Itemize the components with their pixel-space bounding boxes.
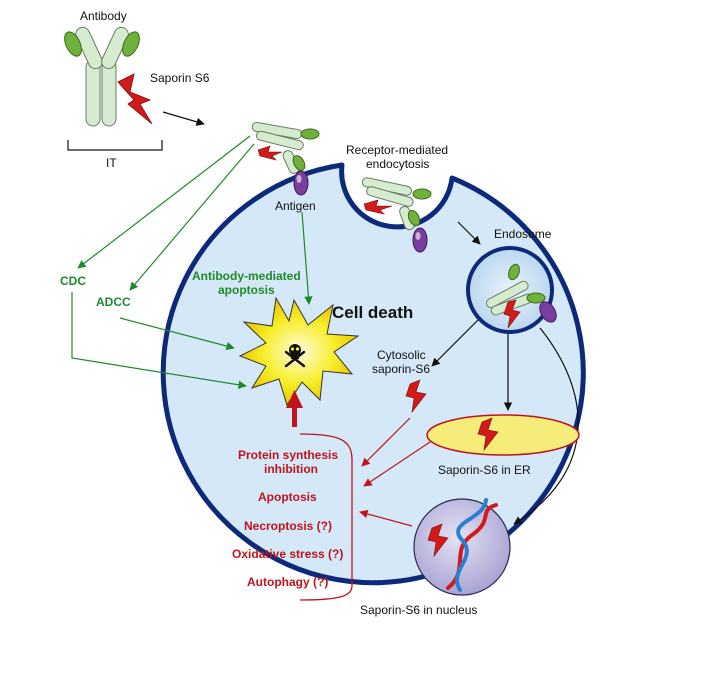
- receptor-endocytosis-label-2: endocytosis: [366, 157, 429, 171]
- er-label: Saporin-S6 in ER: [438, 463, 531, 477]
- lightning-toxin-icon: [117, 73, 153, 125]
- cell-death-label: Cell death: [332, 303, 413, 322]
- endosome-to-nucleus-arrow: [513, 327, 579, 525]
- nucleus: [413, 498, 511, 596]
- ab-apoptosis-label-2: apoptosis: [218, 283, 275, 297]
- lightning-toxin-icon: [477, 417, 499, 452]
- immunotoxin-antibody: [64, 26, 140, 127]
- it-to-cdc-arrow: [77, 135, 251, 269]
- er-to-effects-arrow: [363, 441, 431, 487]
- endosome-to-cytosol-arrow: [431, 319, 479, 367]
- nucleus-to-effects-arrow: [359, 509, 413, 527]
- antigen-receptor: [539, 301, 557, 323]
- effect-item: Oxidative stress (?): [232, 547, 343, 561]
- effects-list: Protein synthesis inhibition Apoptosis N…: [232, 448, 343, 589]
- pocket-to-endosome-arrow: [457, 221, 481, 245]
- lightning-toxin-icon: [427, 523, 449, 558]
- endoplasmic-reticulum: [426, 414, 580, 456]
- cdc-to-death-arrow: [71, 292, 247, 389]
- lightning-toxin-icon: [363, 199, 393, 215]
- effects-bracket: [299, 433, 353, 601]
- effect-item: Apoptosis: [258, 490, 317, 504]
- red-up-arrow-head: [286, 390, 303, 408]
- lightning-toxin-icon: [503, 299, 521, 329]
- bound-antibody: [251, 121, 320, 174]
- it-bracket: [67, 140, 163, 151]
- cdc-label: CDC: [60, 274, 86, 288]
- endosome: [466, 246, 557, 334]
- cytosolic-label-1: Cytosolic: [377, 348, 426, 362]
- saporin-label: Saporin S6: [150, 71, 210, 85]
- adcc-label: ADCC: [96, 295, 131, 309]
- effect-item: inhibition: [264, 462, 318, 476]
- endosome-label: Endosome: [494, 227, 552, 241]
- cytosolic-label-2: saporin-S6: [372, 362, 430, 376]
- antigen-label: Antigen: [275, 199, 316, 213]
- effect-item: Autophagy (?): [247, 575, 328, 589]
- red-up-arrow-shaft: [292, 405, 297, 427]
- nucleus-label: Saporin-S6 in nucleus: [360, 603, 477, 617]
- endocytosed-antibody: [361, 177, 432, 231]
- receptor-endocytosis-label-1: Receptor-mediated: [346, 143, 448, 157]
- antigen-receptor: [293, 170, 309, 196]
- antibody-label: Antibody: [80, 9, 127, 23]
- effect-item: Protein synthesis: [238, 448, 338, 462]
- adcc-to-death-arrow: [119, 317, 235, 351]
- lightning-toxin-icon: [405, 379, 427, 414]
- effect-item: Necroptosis (?): [244, 519, 332, 533]
- dna-helix-icon: [446, 498, 498, 592]
- it-label: IT: [106, 156, 117, 170]
- cytosol-to-effects-arrow: [361, 417, 411, 467]
- antigen-receptor: [412, 227, 428, 253]
- skull-crossbones-icon: [284, 344, 306, 368]
- it-to-adcc-arrow: [129, 143, 255, 291]
- ab-apoptosis-label-1: Antibody-mediated: [192, 269, 301, 283]
- antigen-to-apoptosis-arrow: [301, 211, 313, 305]
- it-to-cell-arrow: [162, 111, 205, 126]
- lightning-toxin-icon: [257, 145, 283, 161]
